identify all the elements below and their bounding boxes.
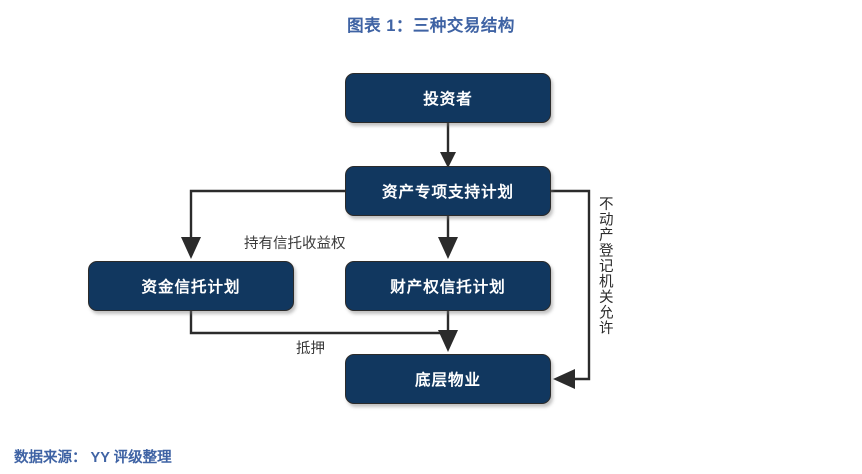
- edge-label-registry-allows: 不动产登记机关允许: [596, 196, 613, 336]
- arrowhead-investor-to-abs-plan: [440, 152, 456, 168]
- edge-abs-plan-to-fund-trust: [189, 189, 345, 247]
- arrowhead-abs-plan-to-fund-trust: [181, 237, 201, 259]
- node-property-trust[interactable]: 财产权信托计划: [345, 261, 551, 311]
- source-note: 数据来源： YY 评级整理: [14, 450, 172, 466]
- node-abs-plan[interactable]: 资产专项支持计划: [345, 166, 551, 216]
- node-investor[interactable]: 投资者: [345, 73, 551, 123]
- edge-abs-plan-to-underlying-right: [551, 189, 591, 381]
- arrowhead-abs-plan-to-property-trust: [438, 237, 458, 259]
- arrowhead-to-underlying-right: [553, 369, 575, 389]
- edge-label-trust-beneficiary: 持有信托收益权: [244, 236, 346, 252]
- edge-label-mortgage: 抵押: [296, 341, 325, 357]
- node-fund-trust[interactable]: 资金信托计划: [88, 261, 294, 311]
- node-underlying[interactable]: 底层物业: [345, 354, 551, 404]
- edge-fund-trust-to-underlying: [189, 311, 448, 335]
- arrowhead-to-underlying-top: [438, 330, 458, 352]
- page-title: 图表 1：三种交易结构: [347, 17, 515, 35]
